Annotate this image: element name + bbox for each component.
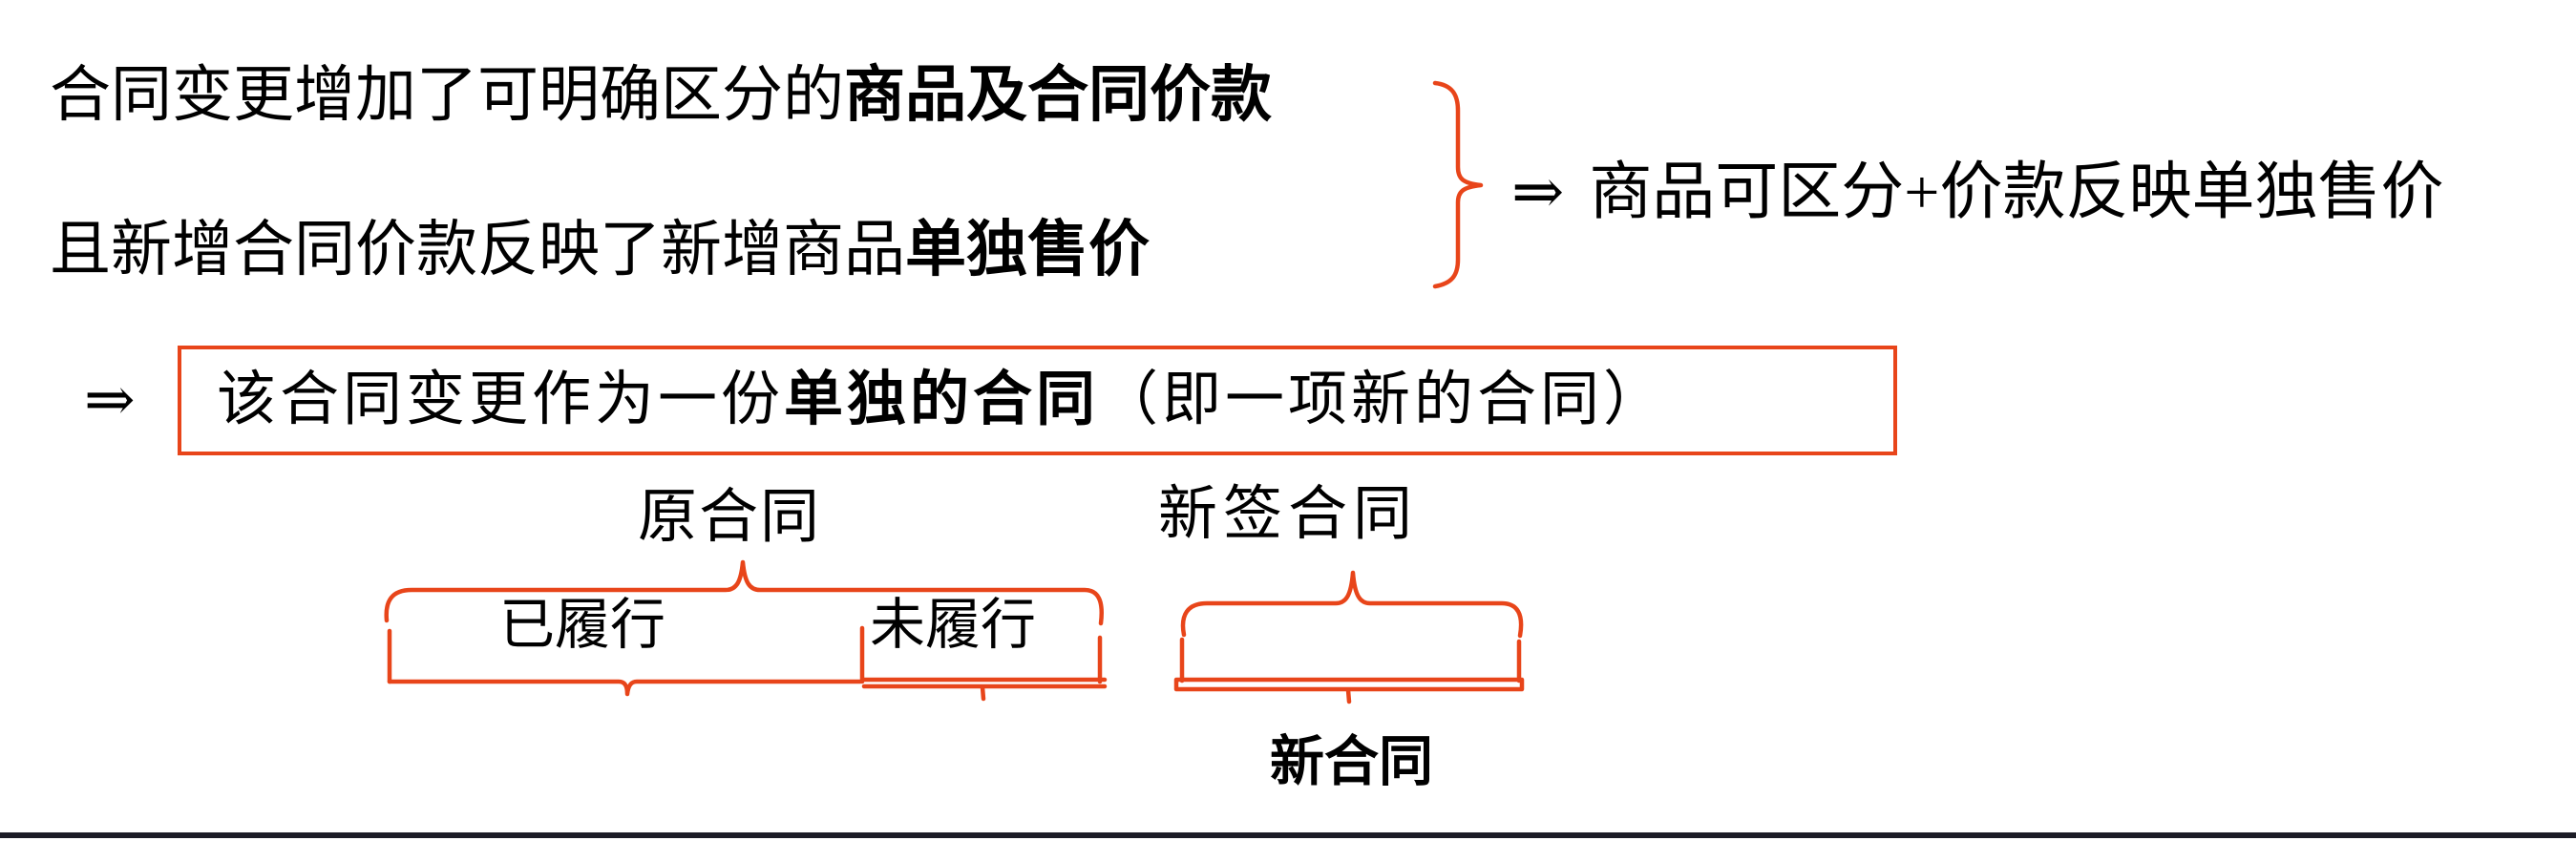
slide-bottom-rule [0, 832, 2576, 838]
conclusion-text-end: （即一项新的合同） [1099, 368, 1667, 432]
premise-line1-bold: 商品及合同价款 [844, 61, 1272, 129]
unperformed-tick [980, 684, 986, 702]
new-contract-top-bracket [1180, 570, 1524, 639]
premise-line2-bold: 单独售价 [905, 216, 1150, 284]
implication-text: 商品可区分+价款反映单独售价 [1589, 158, 2444, 227]
premise-line2-regular: 且新增合同价款反映了新增商品 [50, 216, 905, 284]
new-signed-contract-label: 新签合同 [1158, 482, 1419, 547]
original-contract-label: 原合同 [638, 485, 822, 550]
performed-label: 已履行 [499, 594, 666, 656]
unperformed-underline [861, 677, 1108, 689]
new-contract-tick [1345, 687, 1352, 704]
right-curly-brace-path [1432, 80, 1484, 289]
new-contract-underline [1173, 677, 1525, 692]
performed-underbrace [387, 679, 863, 697]
conclusion-box: 该合同变更作为一份单独的合同（即一项新的合同） [178, 346, 1897, 455]
premise-line1: 合同变更增加了可明确区分的商品及合同价款 [50, 63, 1272, 128]
new-contract-label: 新合同 [1270, 732, 1433, 792]
implication-line: ⇒ 商品可区分+价款反映单独售价 [1511, 155, 2444, 231]
conclusion-text-bold: 单独的合同 [784, 368, 1100, 432]
unperformed-label: 未履行 [870, 594, 1037, 656]
conclusion-arrow-icon: ⇒ [84, 366, 136, 433]
premise-line1-regular: 合同变更增加了可明确区分的 [50, 61, 844, 129]
conclusion-text-start: 该合同变更作为一份 [217, 368, 785, 432]
double-arrow-icon: ⇒ [1511, 158, 1565, 227]
new-contract-figure [1173, 570, 1525, 704]
premise-line2: 且新增合同价款反映了新增商品单独售价 [50, 218, 1150, 283]
